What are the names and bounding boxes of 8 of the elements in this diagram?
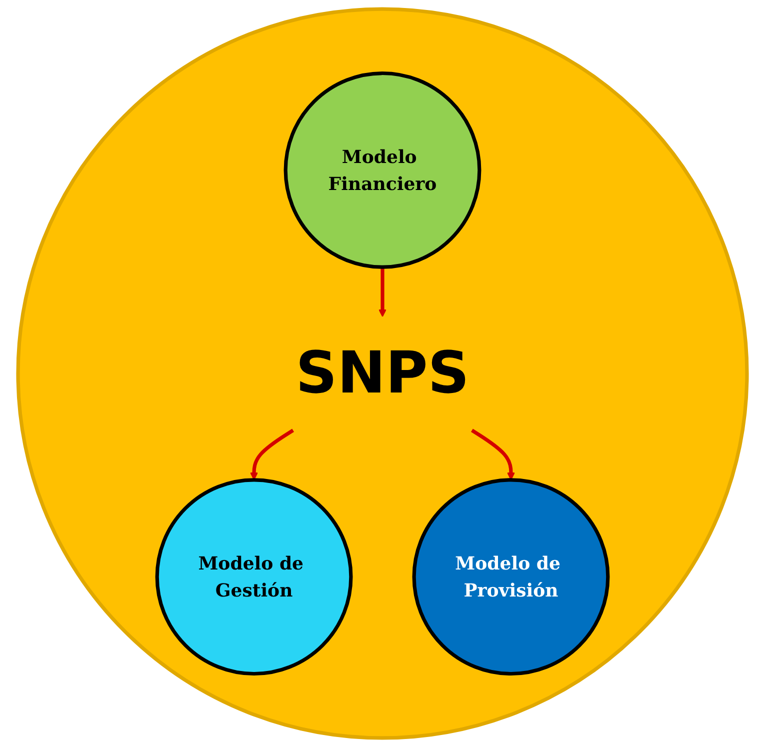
node-circle: Modelo de Gestión bbox=[155, 478, 353, 676]
arrow bbox=[470, 428, 515, 480]
node-circle: Modelo Financiero bbox=[284, 71, 482, 269]
cluster bbox=[16, 7, 749, 740]
node-circle: Modelo de Provisión bbox=[412, 478, 610, 676]
arrow bbox=[250, 428, 294, 480]
arrow bbox=[378, 267, 386, 318]
node-text: SNPS bbox=[296, 340, 470, 407]
